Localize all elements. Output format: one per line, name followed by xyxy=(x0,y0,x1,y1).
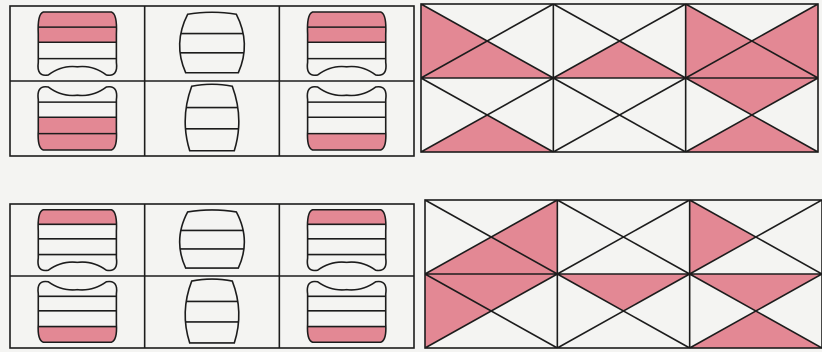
shaded-band1 xyxy=(32,12,122,27)
shaded-triangle-bottom xyxy=(690,311,822,348)
cell-r1-c1 xyxy=(32,210,122,271)
cell-r2-c1 xyxy=(32,87,122,150)
cell-r2-c3 xyxy=(686,78,818,152)
barrel-narrow-shape xyxy=(185,279,239,343)
shaded-band1 xyxy=(302,12,392,27)
shaded-band1 xyxy=(32,210,122,225)
cell-r2-c1 xyxy=(425,274,557,348)
cell-r2-c3 xyxy=(690,274,822,348)
cell-r2-c2 xyxy=(553,78,685,152)
cell-r2-c2 xyxy=(181,279,244,343)
shaded-triangle-bottom xyxy=(421,115,553,152)
barrel-narrow-shape xyxy=(185,84,239,151)
bottom-right-triangle-grid xyxy=(425,200,822,348)
cell-r1-c3 xyxy=(686,4,818,78)
cell-r1-c2 xyxy=(177,12,248,73)
cell-r1-c3 xyxy=(690,200,822,274)
shaded-triangle-top xyxy=(690,274,822,311)
cell-r1-c1 xyxy=(421,4,553,78)
shaded-band4 xyxy=(32,327,122,343)
cell-r1-c2 xyxy=(553,4,685,78)
cell-r2-c3 xyxy=(302,87,392,150)
cell-r2-c2 xyxy=(181,84,244,151)
shaded-triangle-top xyxy=(557,274,689,311)
shaded-triangle-bottom xyxy=(686,115,818,152)
cell-r1-c2 xyxy=(177,210,248,268)
shaded-band3 xyxy=(32,117,122,133)
top-left-tooth-grid xyxy=(10,6,414,156)
shaded-triangle-left xyxy=(690,200,756,274)
cell-r2-c1 xyxy=(32,282,122,343)
barrel-shape xyxy=(180,210,245,268)
shaded-band2 xyxy=(302,27,392,42)
shaded-band4 xyxy=(302,134,392,150)
shaded-triangle-bottom xyxy=(553,41,685,78)
shaded-band1 xyxy=(302,210,392,225)
shaded-triangle-top xyxy=(686,78,818,115)
top-right-triangle-grid xyxy=(421,4,818,152)
cell-r2-c3 xyxy=(302,282,392,343)
cell-r1-c1 xyxy=(32,12,122,75)
shaded-band4 xyxy=(302,327,392,343)
cell-r1-c3 xyxy=(302,12,392,75)
cell-r2-c2 xyxy=(557,274,689,348)
cell-r1-c3 xyxy=(302,210,392,271)
cell-r1-c1 xyxy=(425,200,557,274)
cell-r2-c1 xyxy=(421,78,553,152)
barrel-shape xyxy=(180,12,245,73)
cell-r1-c2 xyxy=(557,200,689,274)
shaded-band2 xyxy=(32,27,122,42)
bottom-left-tooth-grid xyxy=(10,204,414,348)
shaded-band4 xyxy=(32,134,122,150)
